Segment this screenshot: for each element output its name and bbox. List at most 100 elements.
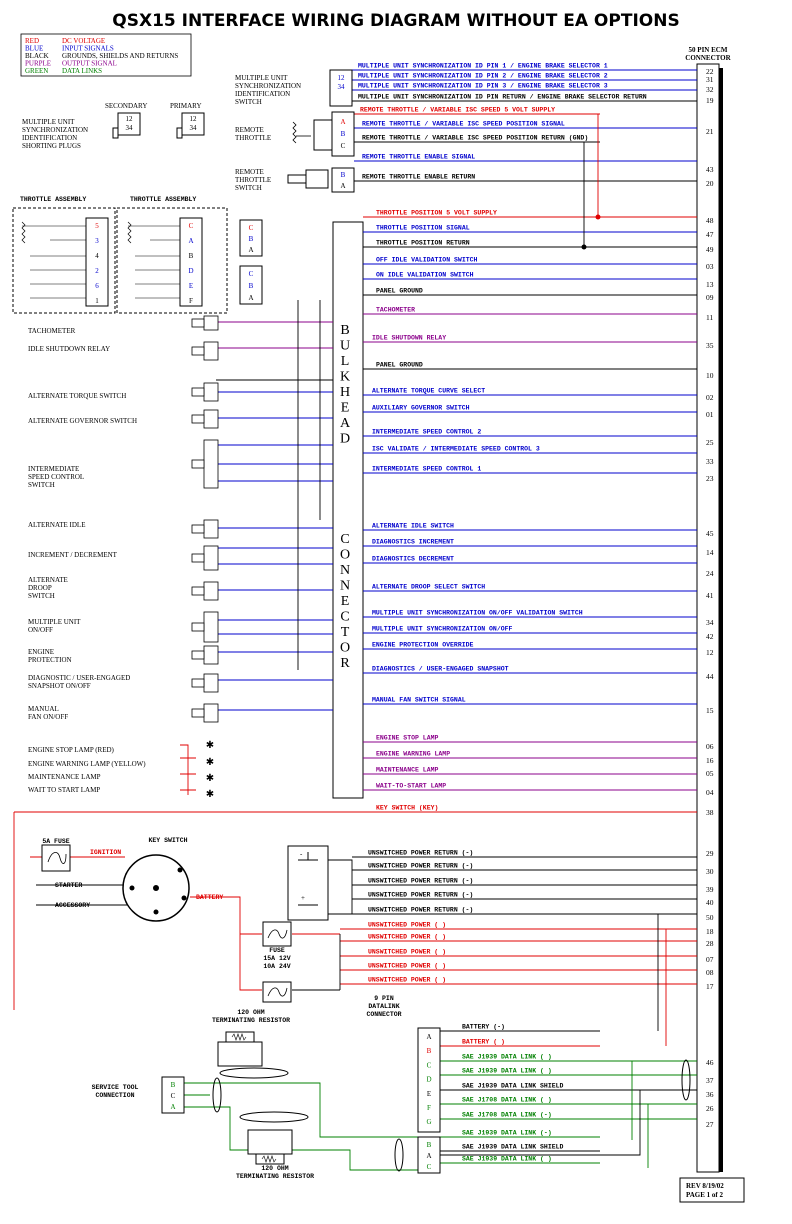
signal-label: UNSWITCHED POWER ( ) [368,934,446,941]
throttle-assembly-1-label: THROTTLE ASSEMBLY [20,196,86,203]
manual-fan-label: FAN ON/OFF [28,713,68,721]
ecm-pin-number: 04 [706,788,714,797]
bulkhead-letter: U [340,339,350,354]
signal-label: WAIT-TO-START LAMP [376,783,446,790]
throttle-asm2-pin: F [189,297,193,305]
alt-idle-label: ALTERNATE IDLE [28,521,85,529]
ecm-pin-number: 31 [706,75,714,84]
terminating-resistor-top [217,1031,263,1067]
connector-letter: E [341,594,350,609]
isc-switch-label: SWITCH [28,481,55,489]
signal-label: ALTERNATE TORQUE CURVE SELECT [372,388,485,395]
signal-label: UNSWITCHED POWER RETURN (-) [368,863,473,870]
signal-label: REMOTE THROTTLE / VARIABLE ISC SPEED POS… [362,135,588,142]
bulkhead-letter: D [340,432,350,447]
warning-lamp-label: ENGINE WARNING LAMP (YELLOW) [28,760,146,768]
datalink-conn-label: DATALINK [368,1003,399,1010]
datalink-pin: C [427,1061,432,1069]
signal-label: MAINTENANCE LAMP [376,767,439,774]
rt-switch-pin-b: B [341,171,346,179]
signal-label: BATTERY (-) [462,1024,505,1031]
ecm-pin-number: 19 [706,96,714,105]
lamp-icon: ✱ [206,789,214,800]
datalink-pin: B [427,1047,432,1055]
signal-label: SAE J1708 DATA LINK ( ) [462,1097,552,1104]
signal-label: ENGINE WARNING LAMP [376,751,450,758]
ecm-pin-number: 42 [706,632,714,641]
isc-switch-label: INTERMEDIATE [28,465,79,473]
terminating-resistor-bottom [247,1129,293,1165]
signal-label: MULTIPLE UNIT SYNCHRONIZATION ON/OFF [372,626,513,633]
signal-label: MULTIPLE UNIT SYNCHRONIZATION ID PIN 1 /… [358,63,608,70]
page-number: PAGE 1 of 2 [686,1191,724,1199]
remote-throttle-label: THROTTLE [235,134,271,142]
switch-connector [203,645,219,665]
switch-connector [203,382,219,402]
term-res-bot-label: 120 OHM [261,1165,288,1172]
ecm-pin-number: 26 [706,1104,714,1113]
throttle-asm1-pin: 1 [95,297,99,305]
ecm-pin-number: 14 [706,548,714,557]
ecm-pin-number: 28 [706,939,714,948]
primary-pin-34: 34 [190,124,198,132]
signal-label: OFF IDLE VALIDATION SWITCH [376,257,478,264]
throttle-asm1-pin: 4 [95,252,99,260]
switch-connector [203,581,219,601]
connector-letter: C [340,532,349,547]
ecm-pin-number: 23 [706,474,714,483]
datalink-pin: D [426,1076,431,1084]
ecm-pin-number: 48 [706,216,714,225]
signal-label: MULTIPLE UNIT SYNCHRONIZATION ON/OFF VAL… [372,610,583,617]
bulkhead-letter: E [341,401,350,416]
datalink-pin: E [427,1090,431,1098]
st-pin-a: A [170,1103,175,1111]
signal-label: SAE J1708 DATA LINK (-) [462,1112,552,1119]
remote-throttle-pin-a: A [340,118,345,126]
service-datalink-wires [184,1082,418,1171]
throttle-asm1-pin: 2 [95,267,99,275]
cable-shields [212,1059,691,1123]
connector-letter: T [341,625,350,640]
throttle-asm1-pin: 6 [95,282,99,290]
remote-throttle-pin-c: C [341,142,346,150]
primary-label: PRIMARY [170,102,202,110]
throttle-asm2-pin: D [188,267,193,275]
ecm-pin-number: 50 [706,913,714,922]
starter-label: STARTER [55,882,82,889]
tc2-pin-c: C [249,270,254,278]
signal-label: MANUAL FAN SWITCH SIGNAL [372,697,466,704]
switch-connector [203,341,219,361]
remote-throttle-label: REMOTE [235,126,264,134]
bulkhead-letter: K [340,370,350,385]
signal-label: ISC VALIDATE / INTERMEDIATE SPEED CONTRO… [372,446,540,453]
ecm-pin-number: 05 [706,769,714,778]
ecm-pin-number: 49 [706,245,714,254]
ecm-pin-number: 46 [706,1058,714,1067]
datalink-conn-label: 9 PIN [374,995,394,1002]
primary-pin-12: 12 [190,115,198,123]
j1939-pin-a: A [426,1152,431,1160]
mus-onoff-label: ON/OFF [28,626,53,634]
throttle-connector-2: C B A [239,265,263,305]
connector-letter: N [340,563,350,578]
mus-id-switch-label: MULTIPLE UNIT [235,74,288,82]
throttle-asm2-pin: E [189,282,193,290]
mus-plugs-label: SHORTING PLUGS [22,142,81,150]
alt-droop-label: SWITCH [28,592,55,600]
ecm-pin-number: 20 [706,179,714,188]
term-res-top-label: TERMINATING RESISTOR [212,1017,290,1024]
remote-throttle-pin-b: B [341,130,346,138]
mus-id-switch-connector: 12 34 [329,69,353,107]
ecm-pin-number: 38 [706,808,714,817]
ecm-pin-number: 13 [706,280,714,289]
service-tool-connector: B C A [161,1076,185,1114]
ecm-pin-number: 32 [706,85,714,94]
connector-letter: N [340,579,350,594]
switch-connector [203,611,219,643]
connector-letter: R [340,656,350,671]
